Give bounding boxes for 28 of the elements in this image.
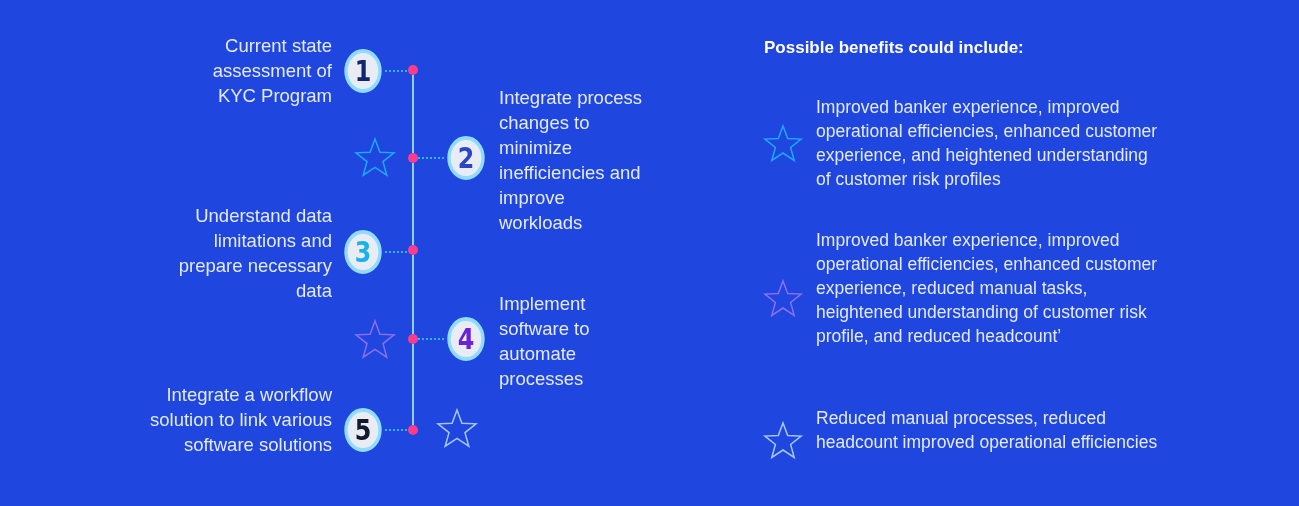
dotted-connector <box>384 251 409 253</box>
timeline-dot <box>408 334 418 344</box>
dotted-connector <box>417 338 445 340</box>
step-number-circle: 3 <box>344 230 382 274</box>
section-heading: Possible benefits could include: <box>764 38 1024 58</box>
timeline-line <box>412 162 414 246</box>
timeline-dot <box>408 153 418 163</box>
step-number-circle: 2 <box>447 136 485 180</box>
step-number-circle: 1 <box>344 49 382 93</box>
legend-text: Reduced manual processes, reduced headcount improved operational efficiencies <box>816 407 1159 454</box>
timeline-line <box>412 343 414 426</box>
timeline-line <box>412 74 414 154</box>
timeline-dot <box>408 245 418 255</box>
timeline-line <box>412 254 414 335</box>
step-description: Implement software to automate processes <box>499 292 591 391</box>
step-number-circle: 5 <box>344 408 382 452</box>
dotted-connector <box>384 429 409 431</box>
legend-text: Improved banker experience, improved operational efficiencies, enhanced customer experience, reduced manual tasks, heightened understanding of customer risk profile, and reduced headcount’ <box>816 229 1159 348</box>
dotted-connector <box>417 157 445 159</box>
legend-text: Improved banker experience, improved operational efficiencies, enhanced customer experience, and heightened understanding of customer risk profiles <box>816 96 1159 191</box>
timeline-dot <box>408 65 418 75</box>
step-number-circle: 4 <box>447 317 485 361</box>
step-description: Integrate process changes to minimize inefficiencies and improve workloads <box>499 86 643 235</box>
step-description: Integrate a workflow solution to link various software solutions <box>149 383 332 457</box>
dotted-connector <box>384 70 409 72</box>
timeline-dot <box>408 425 418 435</box>
step-description: Current state assessment of KYC Program <box>211 34 332 108</box>
step-description: Understand data limitations and prepare necessary data <box>177 204 332 303</box>
